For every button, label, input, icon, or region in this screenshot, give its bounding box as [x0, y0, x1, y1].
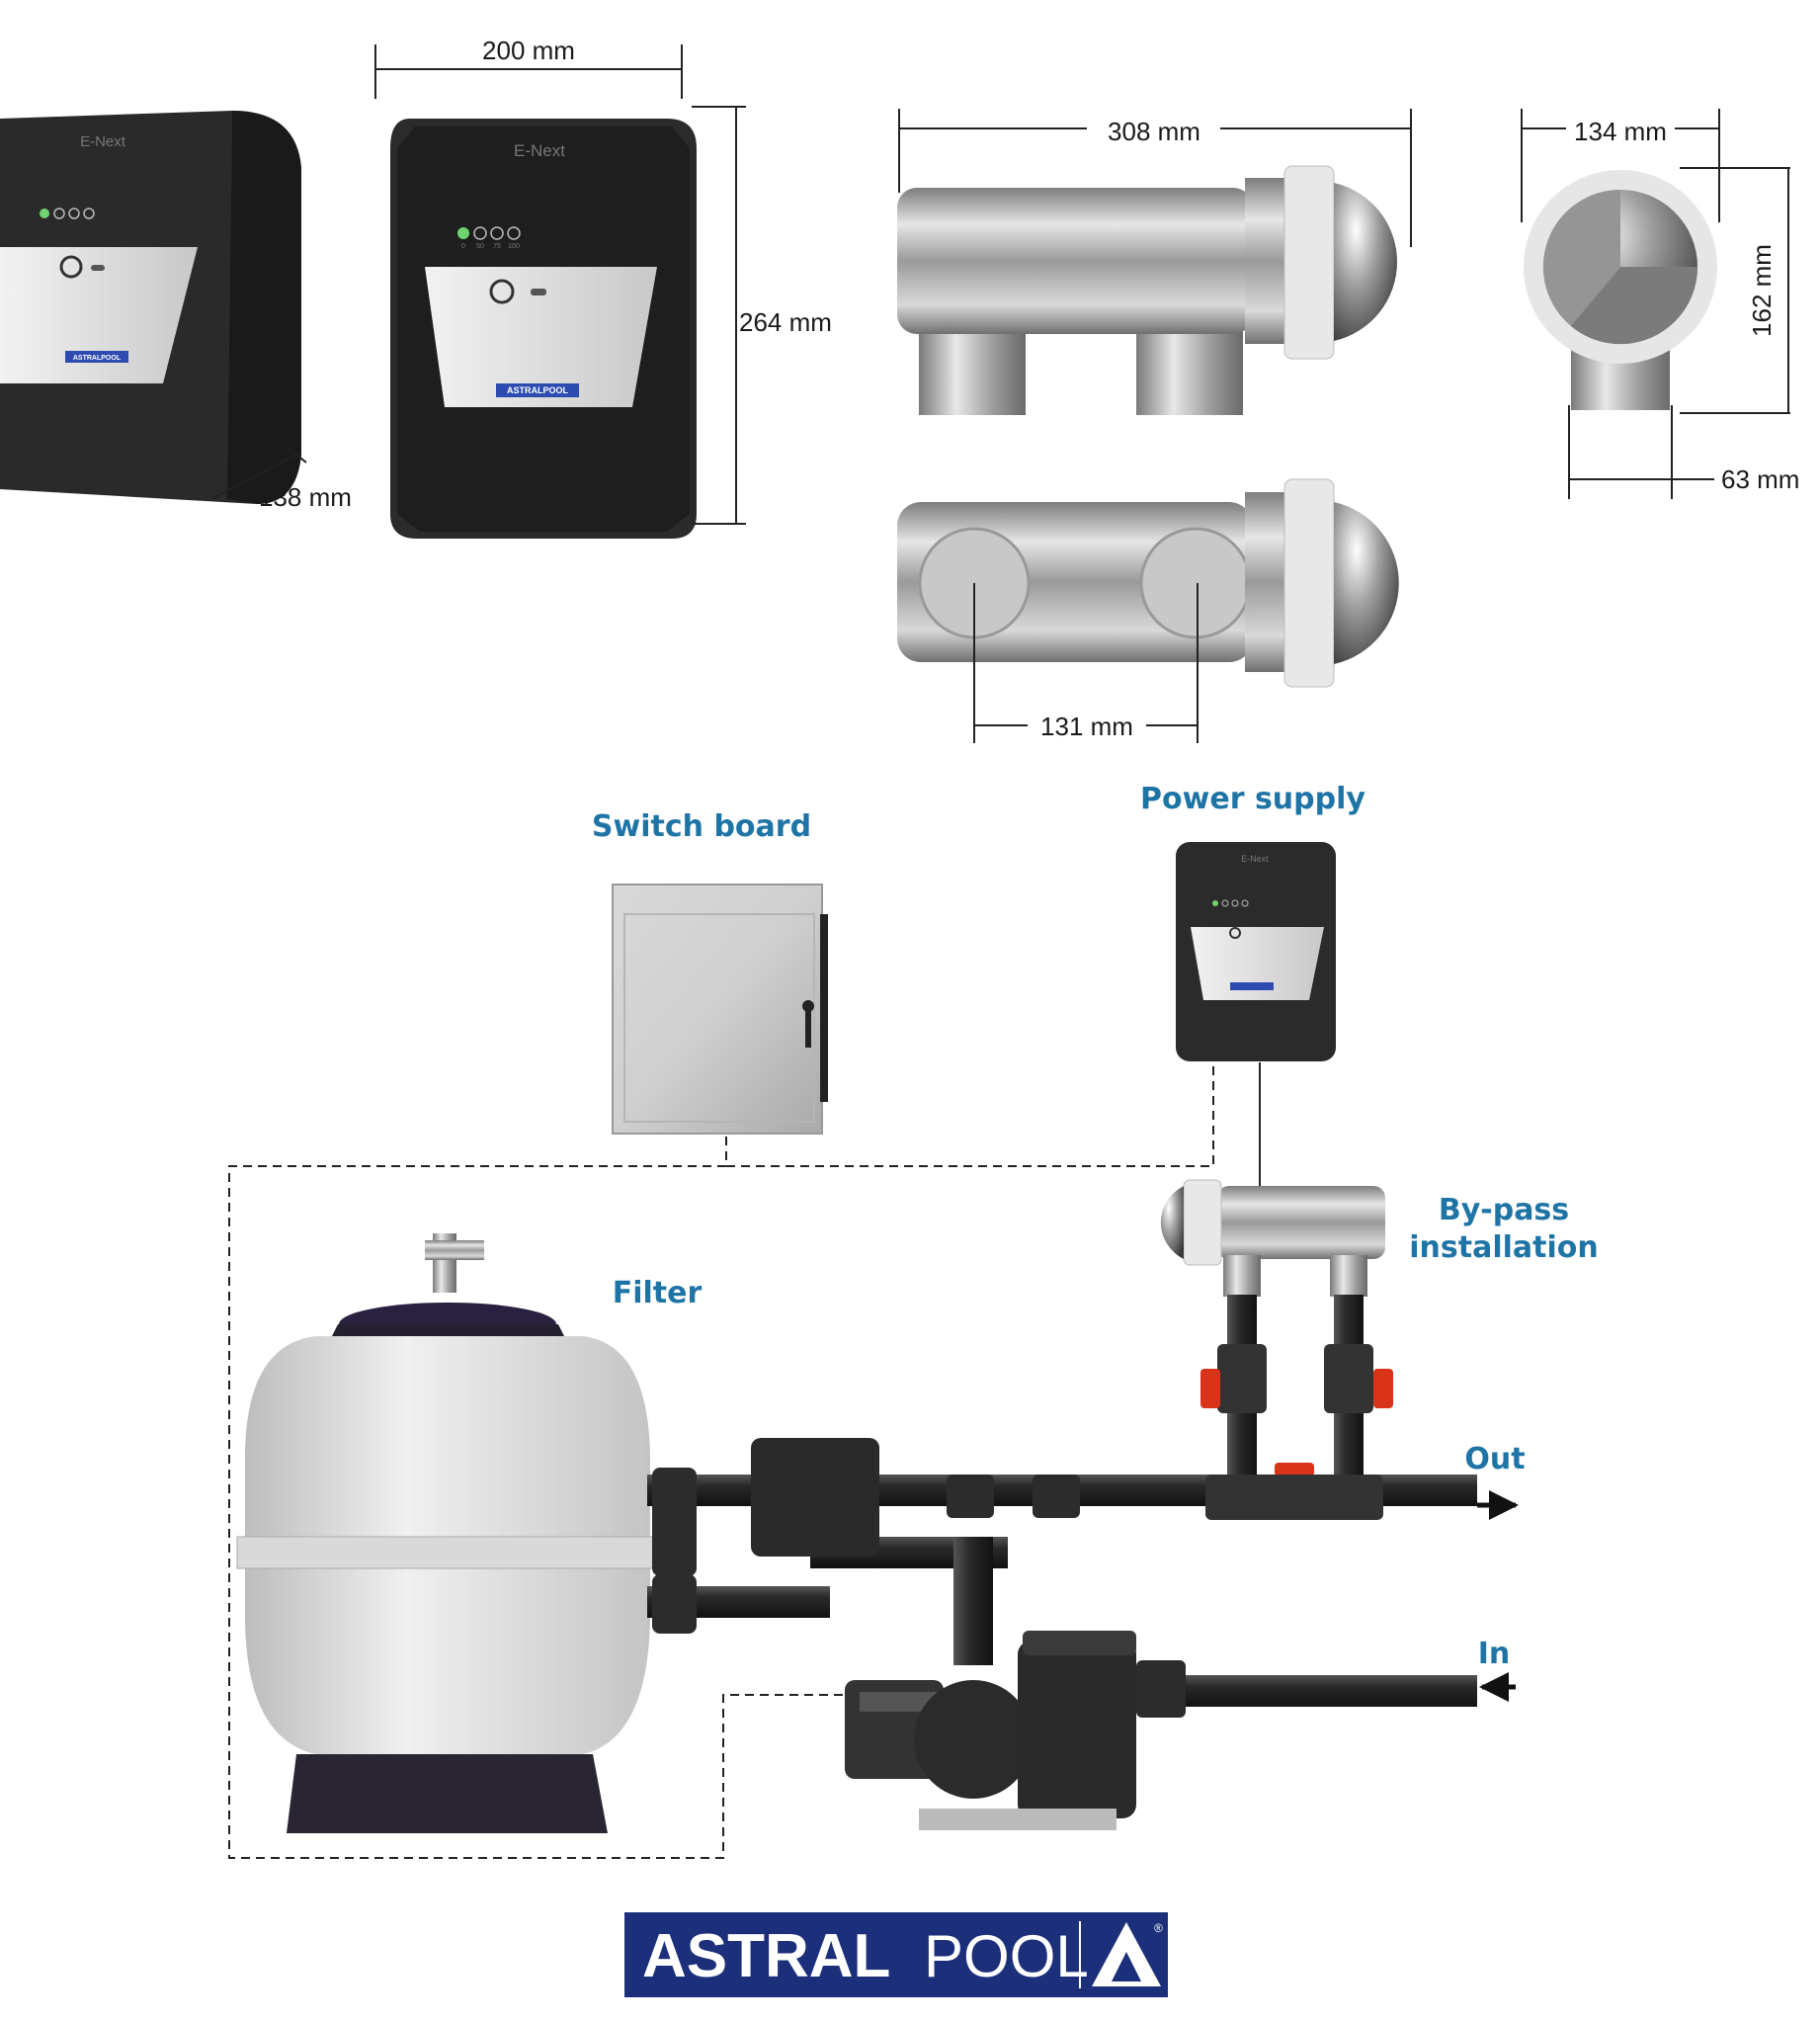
sand-filter	[236, 1233, 658, 1833]
led-icon	[473, 226, 487, 240]
cell-end-view	[1524, 170, 1717, 410]
power-supply-unit: E-Next	[1176, 842, 1336, 1061]
led-label: 75	[493, 243, 501, 250]
status-light-icon	[91, 265, 105, 271]
device-brand-front: ASTRALPOOL	[507, 385, 569, 395]
cell-length-dimension: 308 mm	[1108, 117, 1200, 146]
brand-part1: ASTRAL	[642, 1922, 890, 1990]
led-icon	[1231, 899, 1239, 907]
led-icon	[457, 227, 469, 239]
device-brand-perspective: ASTRALPOOL	[73, 355, 122, 362]
valve-handle-icon	[1275, 1463, 1314, 1476]
led-icon	[83, 208, 95, 219]
multiport-valve	[751, 1438, 879, 1557]
led-icon	[1212, 900, 1218, 906]
cell-width-dimension: 134 mm	[1574, 117, 1667, 146]
astralpool-badge-icon	[1230, 982, 1274, 990]
power-button-icon	[489, 279, 515, 304]
switch-board-label: Switch board	[592, 809, 811, 844]
bypass-pipework	[1200, 1295, 1393, 1492]
product-name-front: E-Next	[514, 141, 565, 160]
led-icon	[1221, 899, 1229, 907]
status-light-icon	[531, 289, 546, 295]
cell-side-view	[897, 165, 1397, 415]
bypass-cell	[1160, 1179, 1385, 1297]
led-label: 0	[461, 243, 465, 250]
filter-label: Filter	[613, 1276, 703, 1310]
inlet-spacing-dimension: 131 mm	[1040, 712, 1133, 741]
switch-board-cabinet	[612, 884, 828, 1135]
led-icon	[1241, 899, 1249, 907]
valve-handle-icon	[1373, 1369, 1393, 1408]
depth-dimension: 138 mm	[259, 482, 352, 512]
power-button-icon	[59, 255, 83, 279]
registered-mark: ®	[1154, 1921, 1163, 1935]
cell-top-view	[897, 478, 1399, 688]
brand-part2: POOL	[924, 1923, 1089, 1989]
power-supply-perspective: E-Next ASTRALPOOL	[0, 111, 301, 504]
astralpool-badge-icon	[65, 351, 128, 363]
cell-height-dimension: 162 mm	[1747, 244, 1777, 337]
led-label: 50	[476, 243, 484, 250]
width-dimension: 200 mm	[482, 36, 575, 65]
bypass-label-line1: By-pass	[1439, 1193, 1569, 1227]
height-dimension: 264 mm	[739, 307, 832, 337]
product-name-perspective: E-Next	[80, 133, 126, 150]
astralpool-logo: ASTRAL POOL ®	[624, 1912, 1168, 1997]
power-supply-label: Power supply	[1140, 782, 1365, 816]
astralpool-badge-icon	[496, 383, 579, 397]
led-icon	[68, 208, 80, 219]
product-name-diagram: E-Next	[1241, 854, 1269, 864]
out-label: Out	[1464, 1442, 1525, 1476]
electrical-wiring	[228, 1062, 1261, 1859]
led-icon	[490, 226, 504, 240]
led-icon	[40, 209, 49, 218]
valve-handle-icon	[1200, 1369, 1220, 1408]
power-button-icon	[1229, 927, 1241, 939]
led-label: 100	[508, 243, 520, 250]
led-icon	[53, 208, 65, 219]
pump	[845, 1631, 1186, 1830]
led-icon	[507, 226, 521, 240]
bypass-label-line2: installation	[1409, 1230, 1598, 1265]
power-supply-front: E-Next 0 50 75 100 ASTRALPOOL	[390, 119, 697, 539]
inlet-width-dimension: 63 mm	[1721, 464, 1799, 494]
main-pipework	[647, 1438, 1519, 1707]
in-label: In	[1478, 1637, 1511, 1671]
